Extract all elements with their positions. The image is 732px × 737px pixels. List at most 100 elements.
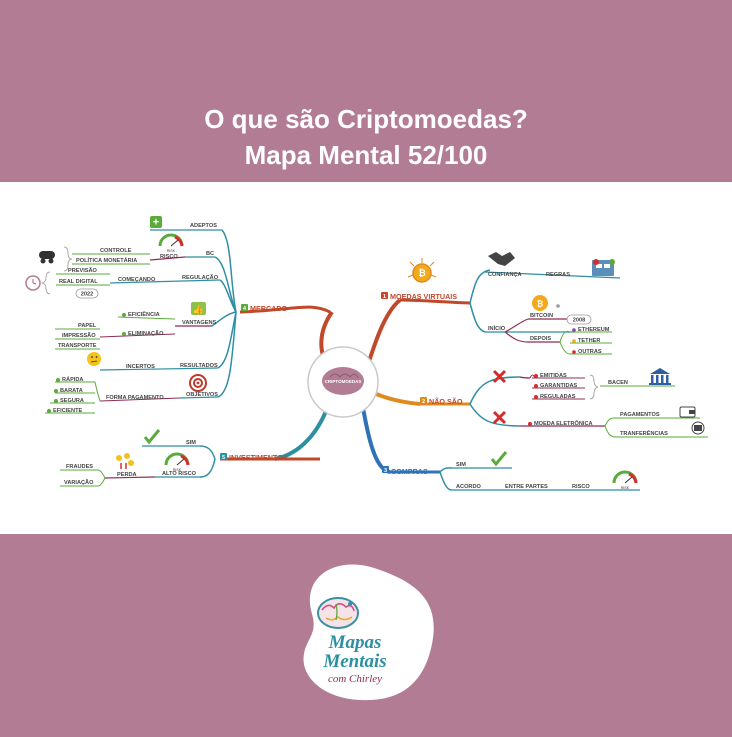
svg-text:OBJETIVOS: OBJETIVOS: [186, 392, 218, 398]
svg-text:CONFIANÇA: CONFIANÇA: [488, 272, 522, 278]
svg-text:2022: 2022: [81, 292, 93, 298]
svg-text:RÁPIDA: RÁPIDA: [62, 376, 83, 383]
risk-gauge-icon: RISK: [164, 452, 190, 472]
mercado-number-badge: [241, 304, 248, 311]
svg-text:ELIMINAÇÃO: ELIMINAÇÃO: [128, 330, 164, 337]
investimentos-label[interactable]: INVESTIMENTOS: [229, 453, 288, 462]
svg-text:REGULAÇÃO: REGULAÇÃO: [182, 274, 219, 281]
logo-area: Mapas Mentais com Chirley: [303, 564, 434, 701]
svg-text:₿: ₿: [418, 268, 425, 278]
svg-text:BACEN: BACEN: [608, 380, 628, 386]
svg-text:REGULADAS: REGULADAS: [540, 394, 576, 400]
losing-money-icon: [116, 453, 134, 469]
brain-logo-icon: [317, 597, 359, 629]
svg-text:POLÍTICA MONETÁRIA: POLÍTICA MONETÁRIA: [76, 256, 137, 264]
logo-line1: Mapas: [328, 632, 382, 653]
checkmark-icon: [490, 451, 508, 467]
svg-text:PAGAMENTOS: PAGAMENTOS: [620, 412, 660, 418]
svg-text:TRANSPORTE: TRANSPORTE: [58, 343, 97, 349]
svg-text:ALTO RISCO: ALTO RISCO: [162, 471, 197, 477]
svg-text:INCERTOS: INCERTOS: [126, 364, 155, 370]
svg-text:COMEÇANDO: COMEÇANDO: [118, 277, 156, 283]
svg-text:₿: ₿: [537, 300, 544, 309]
naosao-number-badge: [420, 397, 427, 404]
moedas-number-badge: [381, 292, 388, 299]
mercado-label[interactable]: MERCADO: [250, 304, 288, 313]
plus-icon: [150, 216, 162, 228]
svg-text:RESULTADOS: RESULTADOS: [180, 363, 218, 369]
logo-line2: Mentais: [322, 651, 386, 672]
svg-text:4: 4: [243, 306, 247, 312]
svg-text:EFICIENTE: EFICIENTE: [53, 408, 82, 414]
svg-text:CONTROLE: CONTROLE: [100, 248, 132, 254]
logo-line3: com Chirley: [328, 673, 382, 685]
svg-text:SIM: SIM: [186, 440, 196, 446]
investimentos-number-badge: [220, 453, 227, 460]
branch-compras: 3 COMPRAS SIM ACORDO ENTRE PARTES RISCO …: [382, 451, 640, 491]
svg-text:RISK: RISK: [167, 249, 176, 253]
branch-nao-sao: 2 NÃO SÃO EMITIDAS GARANTIDAS REGULADAS …: [420, 368, 708, 438]
mind-map-panel: CRIPTOMOEDAS 4 MERCADO + ADEPTOS BC RISK…: [0, 182, 732, 534]
svg-text:RISCO: RISCO: [572, 484, 590, 490]
svg-text:👍: 👍: [193, 304, 204, 315]
svg-text:REAL DIGITAL: REAL DIGITAL: [59, 279, 98, 285]
branch-moedas-virtuais: 1 MOEDAS VIRTUAIS ₿ CONFIANÇA REGRAS INÍ…: [381, 252, 621, 355]
x-mark-icon: [492, 369, 507, 384]
bitcoin-network-icon: ₿: [407, 258, 437, 283]
svg-text:2: 2: [422, 399, 425, 405]
clock-history-icon: [25, 275, 41, 291]
target-icon: [189, 374, 207, 392]
svg-text:BARATA: BARATA: [60, 388, 83, 394]
money-transfer-icon: [691, 421, 705, 435]
svg-text:BC: BC: [206, 251, 214, 257]
bank-icon: [649, 368, 671, 385]
svg-text:EMITIDAS: EMITIDAS: [540, 373, 567, 379]
handshake-icon: [488, 252, 515, 266]
thinking-face-icon: [87, 352, 101, 366]
svg-text:IMPRESSÃO: IMPRESSÃO: [62, 332, 96, 339]
mind-map: CRIPTOMOEDAS 4 MERCADO + ADEPTOS BC RISK…: [25, 216, 708, 491]
thumbs-up-icon: 👍: [191, 302, 206, 315]
svg-text:RISCO: RISCO: [160, 254, 178, 260]
svg-text:OUTRAS: OUTRAS: [578, 349, 602, 355]
branch-investimentos: 5 INVESTIMENTOS SIM ALTO RISCO RISK PERD…: [60, 429, 320, 487]
center-label: CRIPTOMOEDAS: [325, 379, 362, 384]
moedas-label[interactable]: MOEDAS VIRTUAIS: [390, 292, 457, 301]
svg-text:DEPOIS: DEPOIS: [530, 336, 551, 342]
svg-text:INÍCIO: INÍCIO: [488, 324, 506, 332]
page-title: O que são Criptomoedas?: [204, 104, 528, 134]
svg-text:5: 5: [222, 455, 225, 461]
svg-text:1: 1: [383, 294, 386, 300]
svg-text:FRAUDES: FRAUDES: [66, 464, 93, 470]
risk-gauge-icon: RISK: [158, 233, 184, 253]
svg-text:TRANFERÊNCIAS: TRANFERÊNCIAS: [620, 429, 668, 437]
svg-text:EFICIÊNCIA: EFICIÊNCIA: [128, 310, 160, 318]
svg-text:ACORDO: ACORDO: [456, 484, 482, 490]
compras-number-badge: [382, 466, 389, 473]
svg-text:PREVISÃO: PREVISÃO: [68, 267, 98, 274]
svg-text:GARANTIDAS: GARANTIDAS: [540, 383, 578, 389]
svg-text:VARIAÇÃO: VARIAÇÃO: [64, 479, 94, 486]
svg-text:PAPEL: PAPEL: [78, 323, 97, 329]
rules-document-icon: [592, 259, 615, 276]
page-subtitle: Mapa Mental 52/100: [244, 140, 488, 170]
x-mark-icon: [492, 410, 507, 425]
svg-text:PERDA: PERDA: [117, 472, 137, 478]
svg-text:TETHER: TETHER: [578, 338, 600, 344]
svg-text:RISK: RISK: [621, 486, 630, 490]
compras-label[interactable]: COMPRAS: [391, 467, 428, 476]
svg-text:MOEDA ELETRÔNICA: MOEDA ELETRÔNICA: [534, 419, 593, 427]
svg-text:ETHEREUM: ETHEREUM: [578, 327, 610, 333]
footer-banner: Mapas Mentais com Chirley: [0, 534, 732, 732]
gamepad-icon: [39, 251, 55, 264]
svg-text:+: +: [153, 217, 159, 229]
svg-text:SEGURA: SEGURA: [60, 398, 84, 404]
svg-text:REGRAS: REGRAS: [546, 272, 570, 278]
svg-text:2008: 2008: [573, 318, 585, 324]
svg-text:RISK: RISK: [173, 468, 182, 472]
naosao-label[interactable]: NÃO SÃO: [429, 397, 463, 406]
svg-text:ADEPTOS: ADEPTOS: [190, 223, 217, 229]
svg-text:SIM: SIM: [456, 462, 466, 468]
svg-text:VANTAGENS: VANTAGENS: [182, 320, 217, 326]
checkmark-icon: [143, 429, 161, 445]
